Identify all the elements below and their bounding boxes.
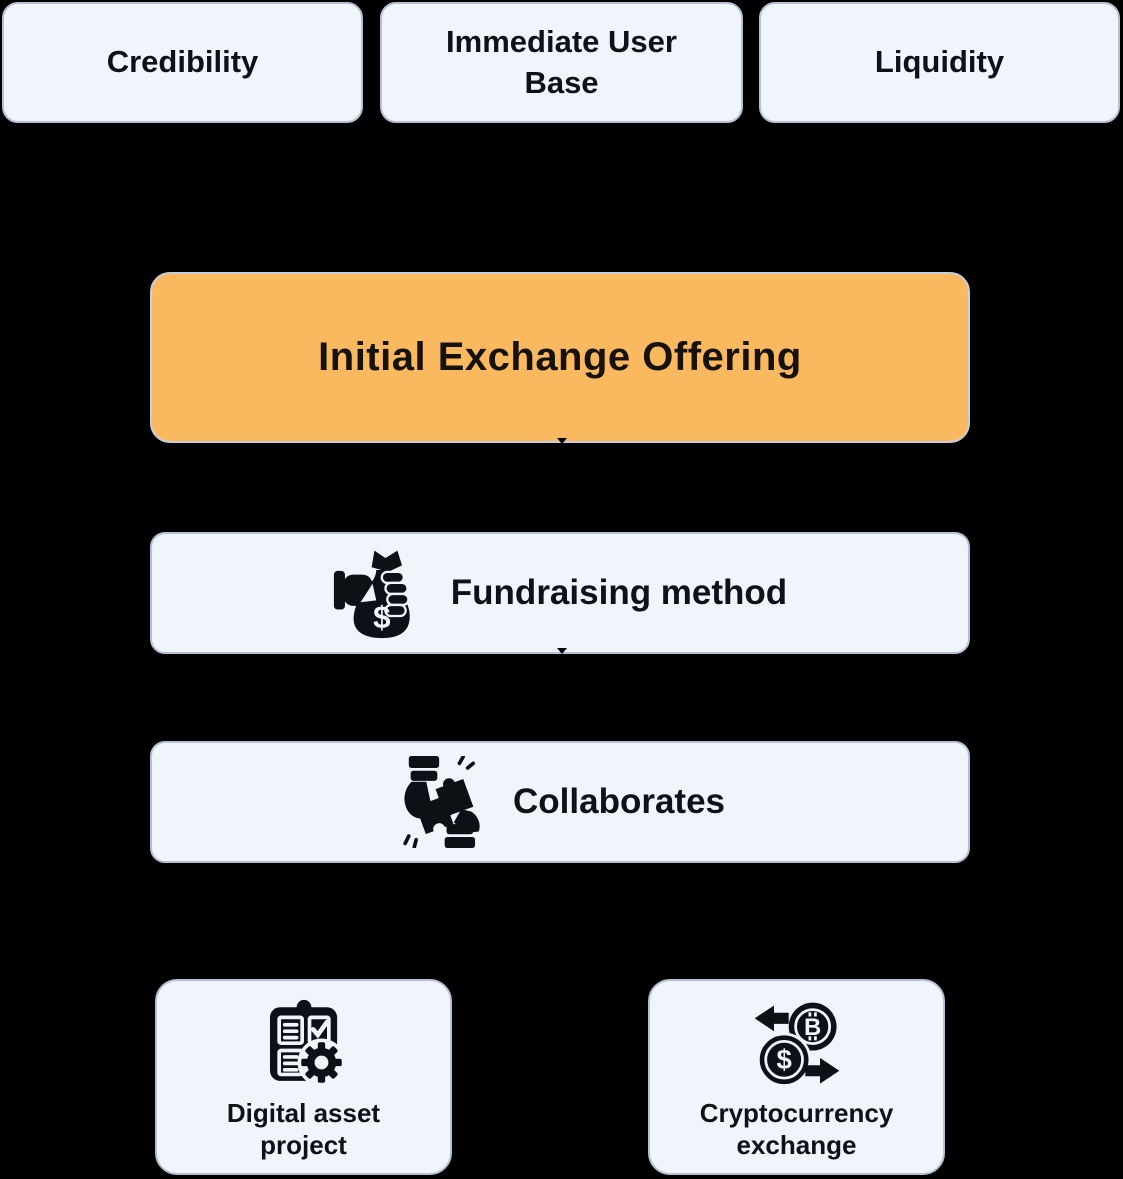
step-label: Collaborates	[513, 782, 725, 821]
step-label: Fundraising method	[450, 573, 788, 612]
benefit-label: Immediate User Base	[446, 24, 677, 100]
money-bag-icon: $	[333, 547, 425, 639]
benefit-label: Liquidity	[874, 44, 1005, 80]
connector-arrow-tip	[557, 438, 567, 444]
benefit-card-liquidity: Liquidity	[759, 2, 1120, 123]
benefit-label: Credibility	[106, 44, 259, 80]
dollar-glyph: $	[776, 1044, 791, 1075]
main-node-label: Initial Exchange Offering	[318, 335, 802, 379]
currency-exchange-icon: B $	[751, 999, 843, 1091]
connector-arrow-tip	[557, 648, 567, 654]
clipboard-gear-icon	[258, 999, 350, 1091]
step-card-collaborates: Collaborates	[150, 741, 970, 863]
puzzle-collaboration-icon	[395, 755, 487, 849]
bitcoin-glyph: B	[804, 1014, 821, 1041]
main-node-initial-exchange-offering: Initial Exchange Offering	[150, 272, 970, 443]
step-card-fundraising-method: $ Fundraising method	[150, 532, 970, 654]
entity-card-digital-asset-project: Digital asset project	[155, 979, 452, 1175]
entity-label: Cryptocurrency exchange	[699, 1097, 894, 1160]
entity-card-cryptocurrency-exchange: B $ Cryptocurrency exchange	[648, 979, 945, 1175]
entity-label: Digital asset project	[226, 1097, 381, 1160]
benefit-card-immediate-user-base: Immediate User Base	[380, 2, 743, 123]
dollar-glyph: $	[373, 600, 390, 635]
benefit-card-credibility: Credibility	[2, 2, 363, 123]
